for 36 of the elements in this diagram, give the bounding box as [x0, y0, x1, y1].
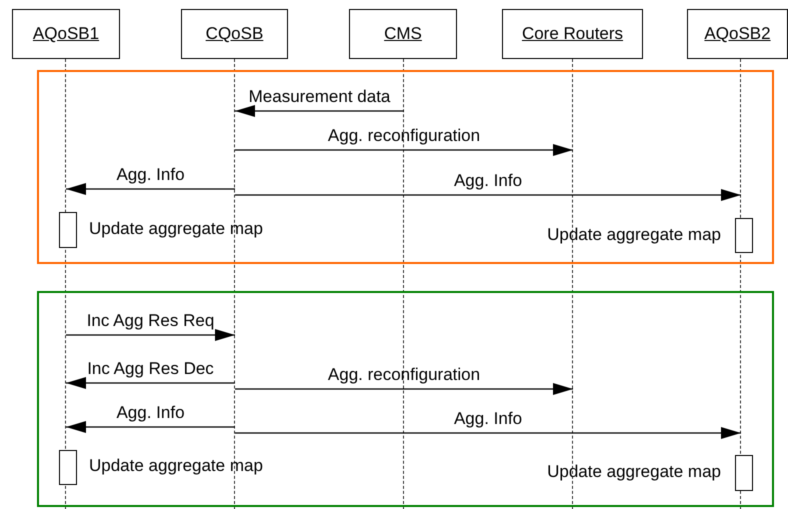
- activation-bar: [735, 218, 753, 253]
- edge-label: Agg. reconfiguration: [328, 126, 480, 146]
- edge-label: Agg. Info: [454, 409, 522, 429]
- message-arrow: [66, 329, 235, 341]
- lifeline: [234, 59, 236, 509]
- note-text: Update aggregate map: [547, 461, 721, 483]
- message-arrow: [235, 427, 741, 439]
- note-text: Update aggregate map: [89, 218, 263, 240]
- lifeline: [572, 59, 574, 509]
- message-arrow: [235, 105, 404, 117]
- participant-box: AQoSB1: [12, 9, 120, 59]
- activation-bar: [735, 455, 753, 491]
- message-arrow: [235, 383, 573, 395]
- edge-label: Inc Agg Res Req: [86, 311, 214, 331]
- activation-bar: [59, 450, 77, 485]
- participant-box: CMS: [349, 9, 457, 59]
- edge-label: Inc Agg Res Dec: [87, 359, 214, 379]
- participant-box: CQoSB: [181, 9, 288, 59]
- message-arrow: [66, 183, 235, 195]
- activation-bar: [59, 212, 77, 248]
- message-arrow: [66, 377, 235, 389]
- message-arrow: [66, 421, 235, 433]
- edge-label: Agg. Info: [116, 403, 185, 423]
- note-text: Update aggregate map: [89, 455, 263, 477]
- frame-box: [37, 291, 774, 507]
- note-text: Update aggregate map: [547, 224, 721, 246]
- message-arrow: [235, 189, 741, 201]
- participant-box: AQoSB2: [687, 9, 788, 59]
- edge-label: Agg. Info: [454, 171, 522, 191]
- lifeline: [403, 59, 405, 509]
- message-arrow: [235, 144, 573, 156]
- participant-box: Core Routers: [502, 9, 643, 59]
- frame-box: [37, 70, 774, 264]
- edge-label: Measurement data: [248, 87, 390, 107]
- edge-label: Agg. reconfiguration: [328, 365, 480, 385]
- edge-label: Agg. Info: [116, 165, 185, 185]
